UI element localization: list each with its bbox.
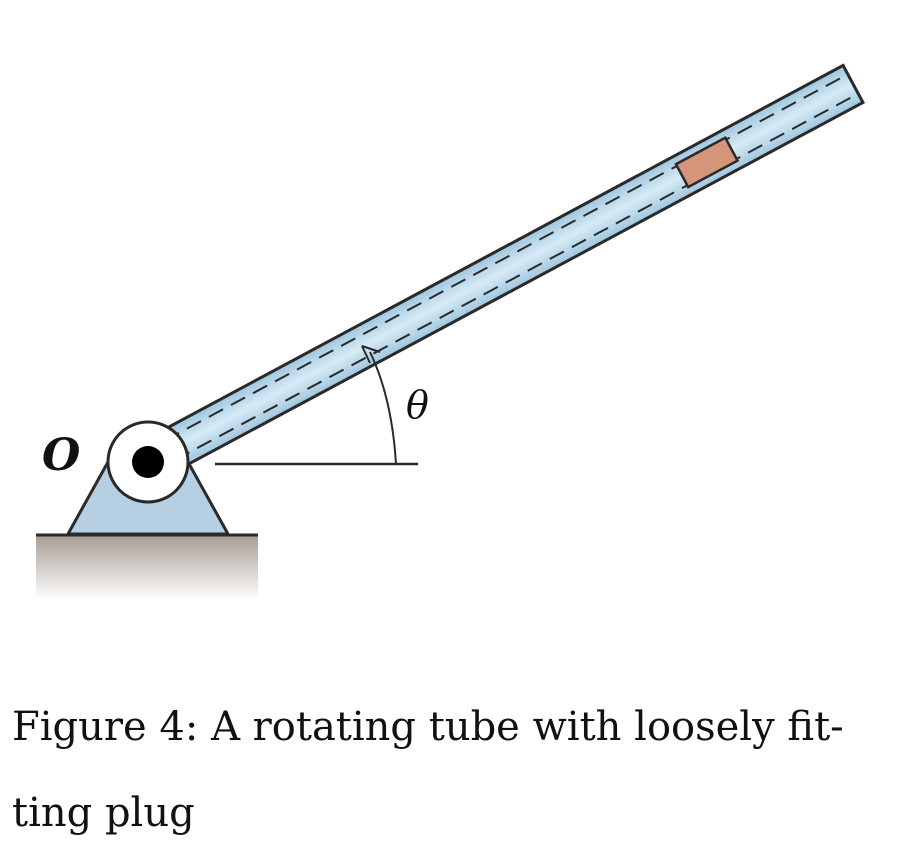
tube-inner-wall-lower [152,92,859,473]
figure-caption: Figure 4: A rotating tube with loosely f… [12,684,892,856]
rotating-tube-diagram: O θ [36,63,865,600]
plug [674,136,740,189]
pivot-pin [132,446,164,478]
origin-label: O [42,430,80,481]
tube-body [136,63,865,483]
tube-inner-wall-upper [142,73,849,454]
angle-label: θ [406,383,429,427]
angle-arc [369,351,397,465]
ground [36,535,258,600]
angle-arrowhead [361,345,381,364]
caption-line-1: Figure 4: A rotating tube with loosely f… [12,704,844,750]
rotating-tube [136,63,865,483]
caption-line-2: ting plug [12,790,195,836]
